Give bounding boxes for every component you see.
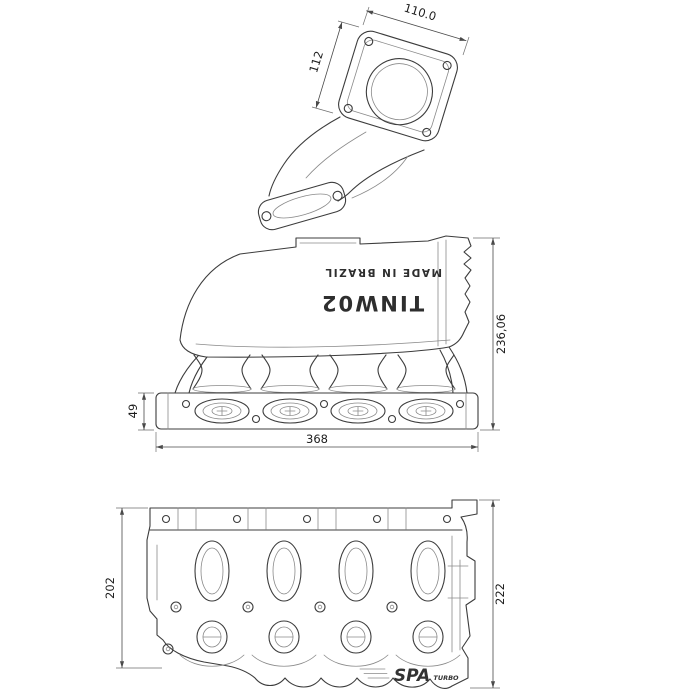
dim-flange-length-label: 368 [306,432,328,446]
dim-total-height-label: 236,06 [494,314,508,354]
dimension-flange-height: 49 [126,392,154,431]
dimension-total-height: 236,06 [473,237,508,431]
throttle-flange [338,30,458,142]
top-view-throttle-elbow: 110.0 112 [257,1,470,231]
dimension-flange-length: 368 [155,432,479,452]
dim-front-height-right-label: 222 [493,583,507,605]
logo-brand-text: SPA [394,666,430,686]
bolt-hole [422,127,432,137]
elbow-duct [268,116,425,202]
dimension-flange-depth: 112 [306,20,360,114]
bolt-hole [364,36,374,47]
base-flange [155,392,479,430]
dim-flange-width-label: 110.0 [402,1,438,24]
front-outline [146,499,478,689]
front-port-ovals [194,540,446,602]
origin-marking: MADE IN BRAZIL [324,266,442,278]
bolt-hole [332,190,343,201]
logo-sub-text: TURBO [433,674,459,682]
throttle-bore [365,58,433,126]
elbow-outlet-flange [257,181,347,231]
logo-speed-lines [359,668,390,679]
dim-flange-height-label: 49 [126,404,140,419]
dim-front-height-left-label: 202 [103,577,117,599]
dimension-front-height-right: 222 [470,499,507,689]
front-trumpet-mouths [196,620,444,654]
bolt-hole [343,103,353,113]
dim-flange-depth-label: 112 [306,49,326,74]
dimension-front-height-left: 202 [103,507,162,669]
front-view-manifold: SPA TURBO 202 222 [103,499,507,689]
bolt-hole [261,211,272,222]
plenum-outline [179,235,472,358]
side-view-manifold: MADE IN BRAZIL TINW02 49 236,06 368 [126,235,508,452]
brand-logo: SPA TURBO [359,666,459,686]
part-number-marking: TINW02 [320,291,424,315]
runner-trumpets [192,354,456,394]
bolt-hole [442,60,452,71]
dimension-flange-width: 110.0 [362,1,470,56]
